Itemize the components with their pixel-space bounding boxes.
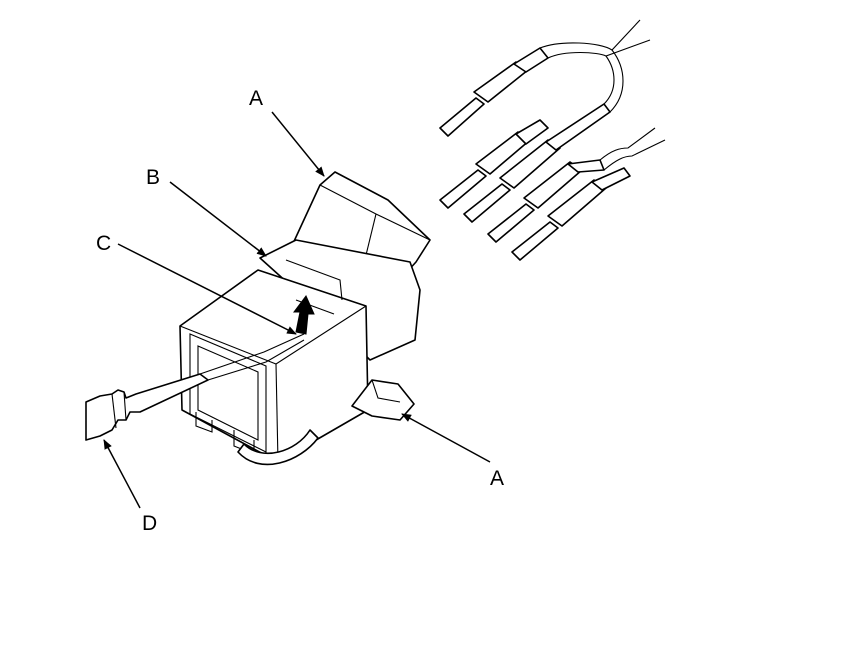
leader-d (103, 439, 141, 509)
terminal-pin-3 (463, 103, 611, 223)
terminal-pin-5 (511, 167, 631, 261)
leader-a-bottom (401, 413, 491, 463)
callout-b: B (146, 166, 161, 189)
callout-c: C (96, 232, 112, 255)
release-arrow (293, 295, 315, 335)
terminal-pin-2 (439, 119, 549, 209)
terminal-pin-4 (487, 159, 605, 243)
terminal-pins (439, 19, 666, 261)
leader-b (169, 181, 267, 257)
callout-a-top: A (249, 87, 264, 110)
callout-a-bottom: A (490, 467, 505, 490)
terminal-pin-1 (439, 47, 549, 137)
leader-c (117, 243, 297, 335)
release-tool-d (85, 333, 305, 441)
connector-housing (179, 171, 431, 466)
leader-a-top (271, 111, 325, 177)
callout-d: D (142, 512, 158, 535)
